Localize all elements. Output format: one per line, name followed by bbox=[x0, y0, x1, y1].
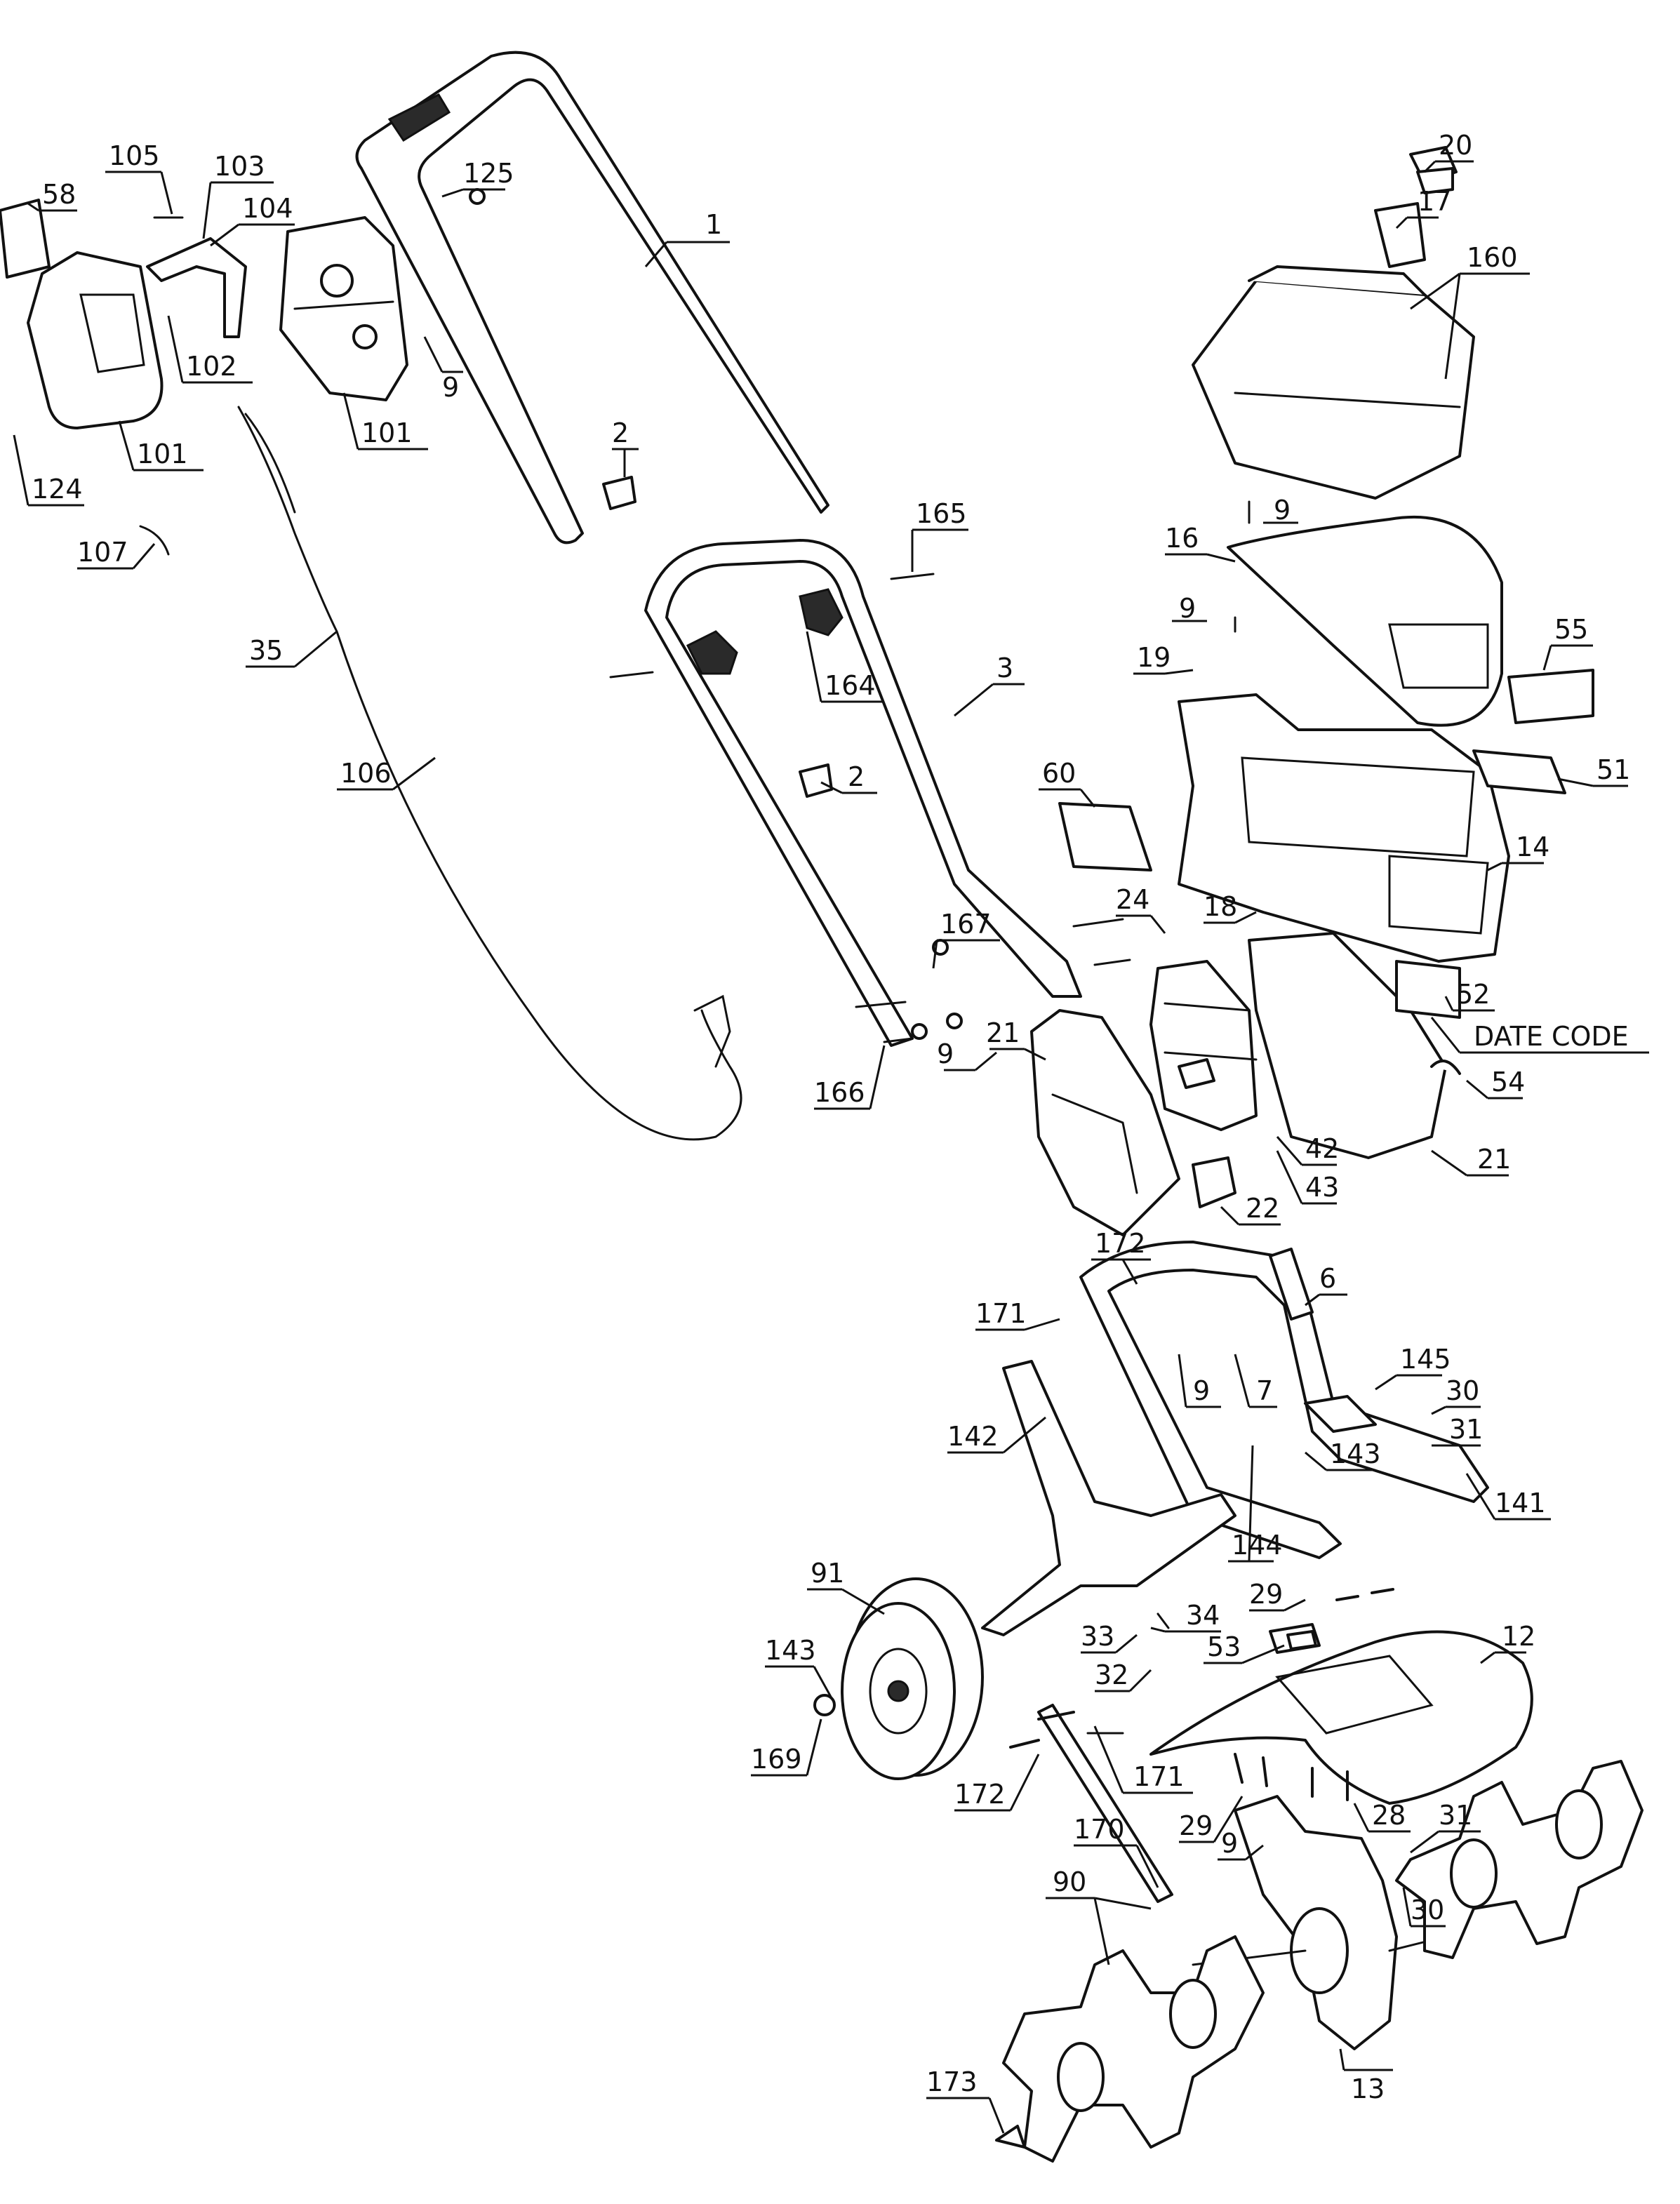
callout-21: 21 bbox=[1477, 1144, 1511, 1175]
callout-172: 172 bbox=[1095, 1228, 1146, 1259]
callout-55: 55 bbox=[1554, 614, 1588, 645]
callout-31: 31 bbox=[1449, 1414, 1483, 1445]
callout-171: 171 bbox=[1133, 1761, 1185, 1792]
callout-125: 125 bbox=[463, 158, 514, 189]
callout-52: 52 bbox=[1456, 979, 1490, 1010]
callout-12: 12 bbox=[1502, 1621, 1535, 1652]
callout-102: 102 bbox=[186, 351, 237, 382]
switch-lever bbox=[146, 216, 247, 338]
callout-9: 9 bbox=[1274, 495, 1291, 526]
callout-labels: 1 2 2 3 6 7 9 9 9 9 9 9 9 12 13 14 16 17… bbox=[32, 130, 1630, 2104]
callout-32: 32 bbox=[1095, 1659, 1128, 1690]
callout-106: 106 bbox=[340, 758, 392, 789]
callout-9: 9 bbox=[1221, 1828, 1238, 1859]
callout-143: 143 bbox=[765, 1635, 816, 1666]
callout-124: 124 bbox=[32, 474, 83, 505]
switch-box bbox=[279, 216, 408, 401]
callout-145: 145 bbox=[1400, 1344, 1451, 1375]
depth-stake bbox=[1037, 1704, 1173, 1903]
callout-107: 107 bbox=[77, 537, 128, 568]
callout-160: 160 bbox=[1467, 242, 1518, 273]
callout-35: 35 bbox=[249, 635, 283, 666]
lower-handle bbox=[644, 539, 1082, 1047]
callout-18: 18 bbox=[1204, 891, 1237, 922]
callout-2: 2 bbox=[612, 418, 629, 448]
callout-33: 33 bbox=[1081, 1621, 1114, 1652]
callout-103: 103 bbox=[214, 151, 265, 182]
callout-14: 14 bbox=[1516, 831, 1549, 862]
callout-141: 141 bbox=[1495, 1488, 1546, 1518]
callout-19: 19 bbox=[1137, 642, 1171, 673]
callout-51: 51 bbox=[1596, 754, 1630, 785]
callout-9: 9 bbox=[1193, 1375, 1210, 1406]
callout-date-code: DATE CODE bbox=[1474, 1021, 1629, 1052]
callout-43: 43 bbox=[1305, 1172, 1339, 1203]
callout-105: 105 bbox=[109, 140, 160, 171]
motor-housing bbox=[1178, 693, 1510, 963]
callout-166: 166 bbox=[814, 1077, 865, 1108]
handle-knobs bbox=[602, 476, 844, 798]
callout-9: 9 bbox=[1179, 593, 1196, 624]
callout-167: 167 bbox=[940, 909, 992, 940]
callout-28: 28 bbox=[1372, 1800, 1406, 1831]
callout-21: 21 bbox=[986, 1017, 1020, 1048]
callout-144: 144 bbox=[1232, 1530, 1283, 1561]
callout-1: 1 bbox=[705, 209, 722, 240]
switch-box-cover bbox=[0, 199, 164, 429]
callout-164: 164 bbox=[825, 670, 876, 701]
callout-90: 90 bbox=[1053, 1866, 1086, 1897]
wheel-arm bbox=[981, 1360, 1236, 1636]
transport-wheel bbox=[813, 1577, 984, 1780]
callout-30: 30 bbox=[1411, 1895, 1444, 1925]
callout-31: 31 bbox=[1439, 1800, 1472, 1831]
callout-171: 171 bbox=[975, 1298, 1027, 1329]
callout-29: 29 bbox=[1179, 1810, 1213, 1841]
callout-34: 34 bbox=[1186, 1600, 1220, 1631]
callout-60: 60 bbox=[1042, 758, 1076, 789]
callout-3: 3 bbox=[996, 653, 1013, 683]
tine-assembly bbox=[1002, 1760, 1644, 2163]
callout-101: 101 bbox=[137, 439, 188, 469]
upper-handle bbox=[355, 51, 829, 545]
callout-24: 24 bbox=[1116, 884, 1149, 915]
tiller-frame bbox=[1079, 1241, 1489, 1559]
callout-142: 142 bbox=[947, 1421, 999, 1452]
callout-172: 172 bbox=[954, 1779, 1006, 1810]
callout-20: 20 bbox=[1439, 130, 1472, 161]
callout-13: 13 bbox=[1351, 2073, 1385, 2104]
callout-91: 91 bbox=[811, 1558, 844, 1589]
callout-16: 16 bbox=[1165, 523, 1199, 554]
callout-9: 9 bbox=[937, 1038, 954, 1069]
callout-7: 7 bbox=[1256, 1375, 1273, 1406]
callout-173: 173 bbox=[926, 2066, 978, 2097]
callout-58: 58 bbox=[42, 179, 76, 210]
callout-30: 30 bbox=[1446, 1375, 1479, 1406]
callout-165: 165 bbox=[916, 498, 967, 529]
transmission bbox=[1192, 1795, 1447, 2050]
top-cover bbox=[1227, 515, 1503, 727]
callout-leaders bbox=[13, 160, 1649, 2134]
callout-169: 169 bbox=[751, 1744, 802, 1775]
callout-29: 29 bbox=[1249, 1579, 1283, 1610]
callout-143: 143 bbox=[1330, 1438, 1381, 1469]
callout-170: 170 bbox=[1074, 1814, 1125, 1845]
callout-54: 54 bbox=[1491, 1067, 1525, 1097]
callout-2: 2 bbox=[848, 761, 865, 792]
shift-cable bbox=[237, 406, 742, 1141]
callout-104: 104 bbox=[242, 193, 293, 224]
callout-101: 101 bbox=[361, 418, 413, 448]
callout-42: 42 bbox=[1305, 1133, 1339, 1164]
callout-6: 6 bbox=[1319, 1263, 1336, 1294]
decals bbox=[1058, 167, 1594, 1650]
motor-assembly bbox=[1030, 932, 1447, 1236]
callout-9: 9 bbox=[442, 372, 459, 403]
callout-53: 53 bbox=[1207, 1631, 1241, 1662]
callout-22: 22 bbox=[1246, 1193, 1279, 1224]
hardware-fasteners bbox=[139, 188, 1461, 2149]
callout-17: 17 bbox=[1418, 186, 1451, 217]
